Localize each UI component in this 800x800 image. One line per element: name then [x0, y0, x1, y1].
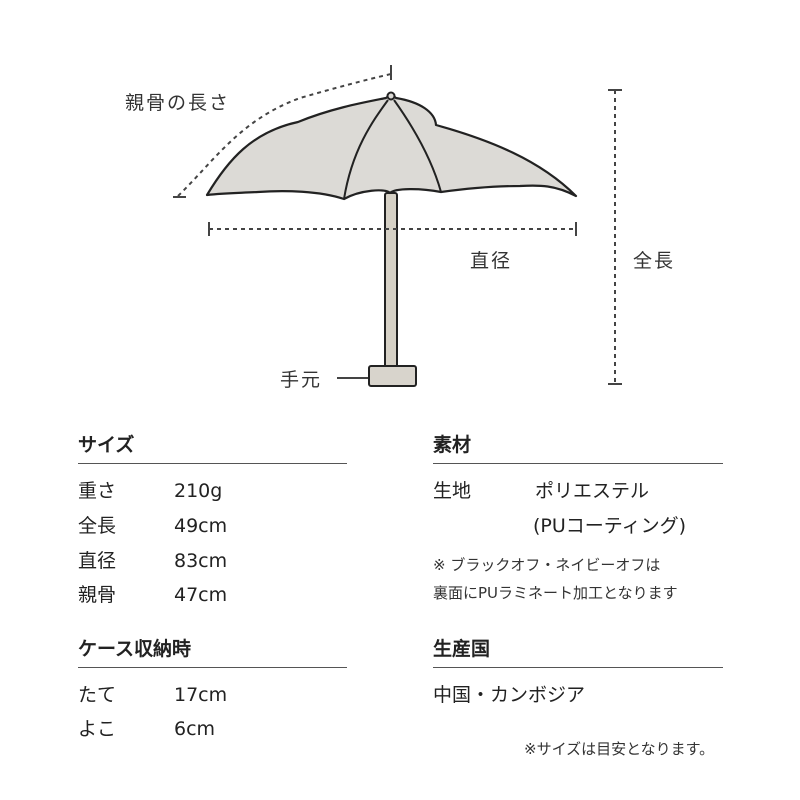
material-section-title: 素材	[433, 434, 472, 456]
size-row-label: 直径	[78, 550, 117, 572]
total-length-label: 全長	[633, 250, 676, 272]
origin-section-title: 生産国	[433, 638, 491, 660]
fabric-label: 生地	[433, 480, 472, 502]
size-row-diameter: 直径 83cm	[78, 546, 227, 573]
size-section-title: サイズ	[78, 434, 135, 456]
material-note-line1: ※ ブラックオフ・ネイビーオフは	[433, 556, 661, 574]
size-row-label: 重さ	[78, 480, 117, 502]
case-section-divider	[78, 667, 347, 668]
fabric-value-sub: (PUコーティング)	[533, 515, 687, 537]
umbrella-tip	[386, 91, 396, 101]
case-section-title: ケース収納時	[78, 638, 192, 660]
size-row-weight: 重さ 210g	[78, 476, 222, 503]
umbrella-diagram	[173, 65, 622, 387]
case-row-label: よこ	[78, 718, 117, 740]
size-row-label: 親骨	[78, 584, 117, 606]
origin-value: 中国・カンボジア	[433, 684, 586, 706]
canopy-rib-right	[393, 99, 442, 193]
case-row-label: たて	[78, 684, 117, 706]
size-row-value: 83cm	[174, 550, 228, 572]
umbrella-handle	[368, 365, 417, 387]
size-row-value: 49cm	[174, 515, 228, 537]
size-footnote: ※サイズは目安となります。	[524, 740, 715, 758]
handle-label: 手元	[280, 369, 323, 391]
size-row-total-length: 全長 49cm	[78, 511, 227, 538]
diameter-label: 直径	[470, 250, 513, 272]
fabric-value: ポリエステル	[535, 480, 650, 502]
material-section-divider	[433, 463, 723, 464]
size-row-value: 210g	[174, 480, 223, 502]
origin-section-divider	[433, 667, 723, 668]
size-row-label: 全長	[78, 515, 117, 537]
size-row-rib: 親骨 47cm	[78, 580, 227, 607]
case-row-height: たて 17cm	[78, 680, 227, 707]
rib-length-dimension	[177, 73, 392, 197]
canopy-rib-left	[343, 99, 389, 200]
rib-length-label: 親骨の長さ	[125, 92, 231, 114]
size-section-divider	[78, 463, 347, 464]
case-row-width: よこ 6cm	[78, 714, 215, 741]
case-row-value: 6cm	[174, 718, 216, 740]
material-note-line2: 裏面にPUラミネート加工となります	[433, 584, 678, 602]
umbrella-canopy	[205, 94, 578, 201]
umbrella-shaft	[384, 192, 398, 369]
case-row-value: 17cm	[174, 684, 228, 706]
size-row-value: 47cm	[174, 584, 228, 606]
